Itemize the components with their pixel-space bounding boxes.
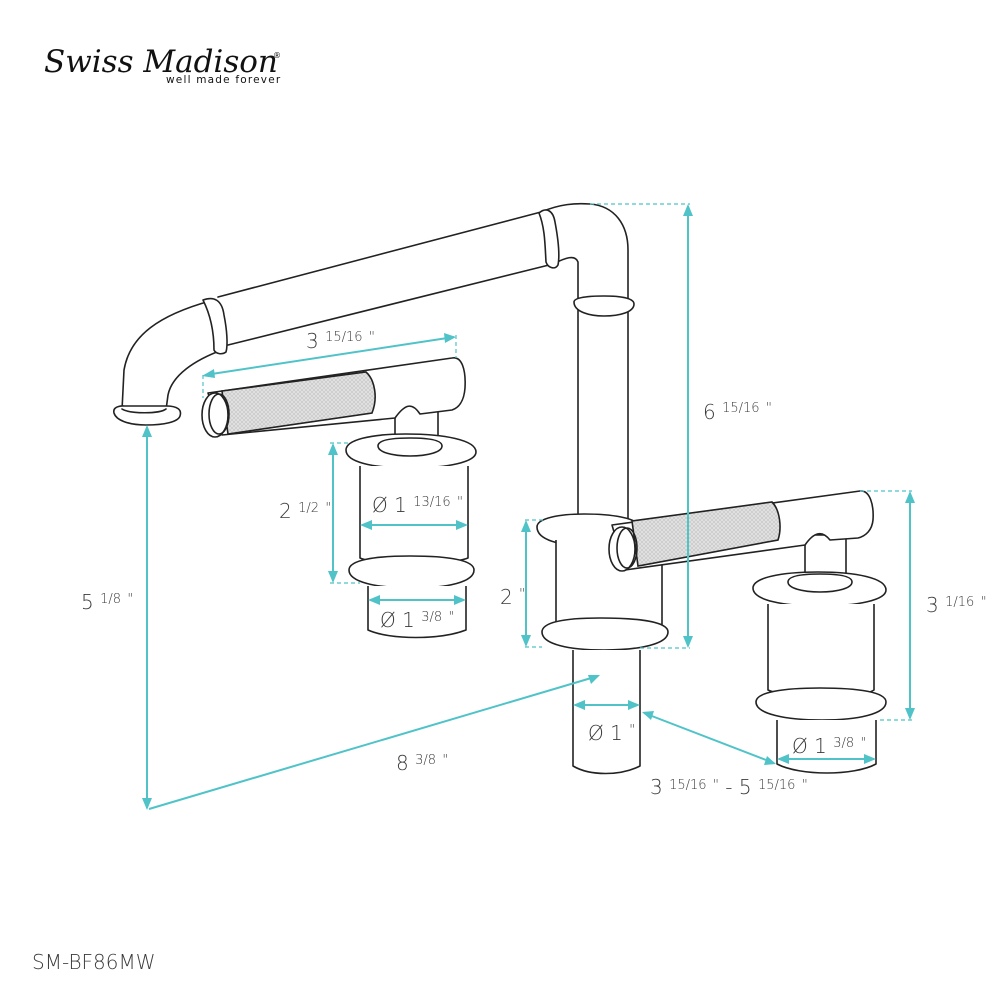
- label-overall-spread: 8 3/8 ": [396, 745, 448, 775]
- label-left-shank-diameter: Ø 1 3/8 ": [380, 602, 454, 632]
- right-lever-knurl-grip: [631, 501, 781, 567]
- dimension-lines: [142, 203, 915, 810]
- label-spout-height: 6 15/16 ": [703, 393, 772, 424]
- dim-overall-spread: [148, 675, 599, 810]
- label-right-handle-height: 3 1/16 ": [926, 587, 987, 617]
- right-handle-assembly: [608, 490, 887, 774]
- label-left-body-height: 2 1/2 ": [279, 493, 331, 523]
- label-right-shank-diameter: Ø 1 3/8 ": [792, 728, 866, 758]
- dim-handle-length: [204, 336, 455, 376]
- right-lever-end-cap-rim: [616, 527, 638, 569]
- left-lever-knurl-grip: [221, 371, 376, 435]
- label-spout-reach-height: 5 1/8 ": [81, 584, 133, 614]
- spout-left-elbow-inner: [165, 349, 223, 411]
- left-handle-assembly: [201, 357, 477, 639]
- spout-shank: [572, 650, 641, 775]
- label-spout-shank-diameter: Ø 1 ": [588, 721, 635, 745]
- registered-mark: ®: [273, 51, 281, 60]
- spout-right-elbow-inner: [552, 256, 579, 516]
- left-shank: [367, 586, 467, 639]
- left-lever-end-cap-rim: [208, 393, 230, 435]
- label-spout-base-height: 2 ": [500, 585, 525, 609]
- spout-vertical-collar: [573, 295, 635, 317]
- right-valve-body: [767, 604, 875, 699]
- spout-right-collar: [538, 209, 560, 269]
- brand-tagline: well made forever: [166, 74, 281, 86]
- dimension-labels: 3 15/16 " 6 15/16 " 2 1/2 " Ø 1 13/16 " …: [81, 322, 987, 799]
- spout-arm-top-edge: [217, 211, 542, 298]
- spout-arm-bottom-edge: [227, 263, 554, 346]
- model-number: SM-BF86MW: [32, 950, 156, 974]
- label-left-body-diameter: Ø 1 13/16 ": [372, 487, 463, 517]
- left-escutcheon-cone: [377, 437, 443, 457]
- brand-name: Swiss Madison: [44, 44, 278, 80]
- dim-handle-spacing: [643, 712, 775, 764]
- label-handle-spacing: 3 15/16 " - 5 15/16 ": [650, 770, 808, 799]
- left-bottom-ring: [348, 555, 475, 589]
- spout-outlet-flange: [113, 405, 182, 426]
- label-handle-length: 3 15/16 ": [306, 322, 375, 353]
- right-lever-end-cap: [608, 526, 636, 572]
- right-bottom-ring: [755, 687, 887, 721]
- spout-outlet-rim: [121, 408, 167, 414]
- spout-left-collar: [202, 297, 228, 355]
- right-escutcheon-cone: [787, 573, 853, 593]
- brand-logo: Swiss Madison well made forever ®: [44, 44, 281, 86]
- spout-bottom-ring: [541, 617, 669, 651]
- spout-left-elbow-outer: [121, 300, 211, 411]
- left-lever-end-cap: [201, 392, 229, 438]
